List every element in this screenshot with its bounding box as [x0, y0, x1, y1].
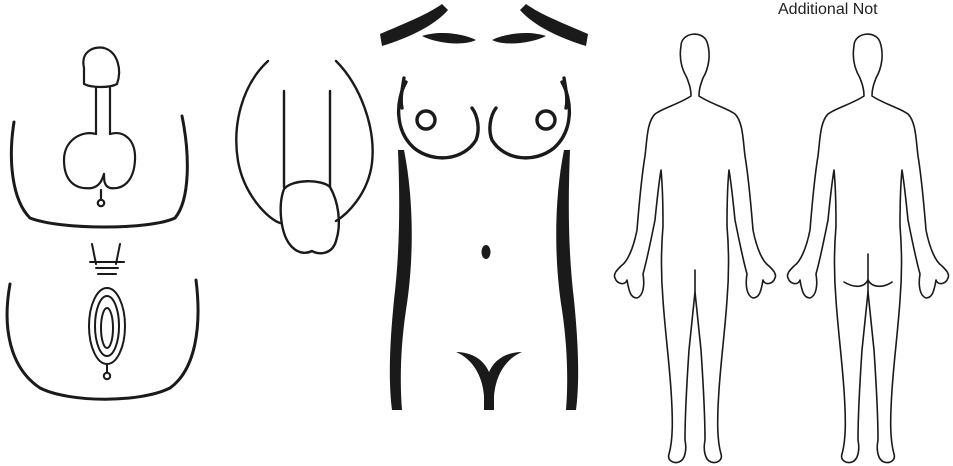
male-genital-front-diagram — [0, 40, 205, 240]
body-front-outline — [597, 30, 787, 466]
female-torso-diagram — [378, 0, 590, 410]
additional-notes-label: Additional Not — [770, 0, 953, 22]
female-genital-diagram — [0, 238, 210, 403]
penis-underside-diagram — [228, 55, 378, 260]
body-back-outline — [774, 30, 953, 466]
